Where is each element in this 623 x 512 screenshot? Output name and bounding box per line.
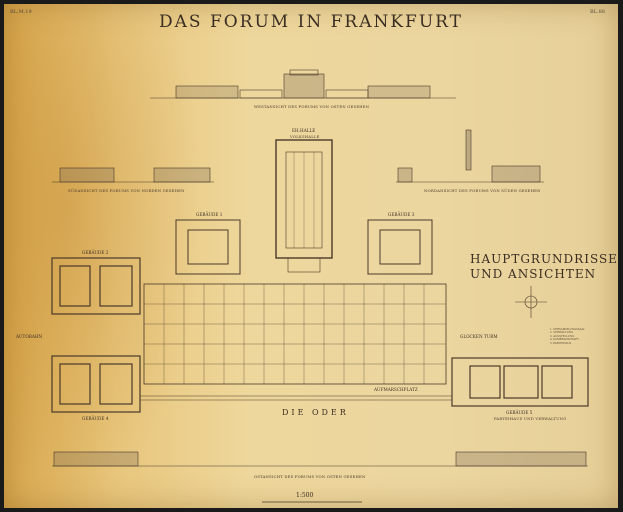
hall-plan [275,139,333,273]
south-elevation-drawing [52,167,214,183]
legend-item: 2. VERWALTUNG [550,331,574,335]
north-elevation-drawing [396,129,544,183]
legend-item: 3. AUSSTELLUNG [550,334,575,338]
east-elevation-caption: OSTANSICHT DES FORUMS VON OSTEN GESEHEN [254,474,366,479]
river-lines [140,395,452,401]
drawing-sheet: BL.M.19 BL.88 DAS FORUM IN FRANKFURT WES… [4,4,618,508]
south-elevation-caption: SÜDANSICHT DES FORUMS VON NORDEN GESEHEN [68,188,185,193]
section-heading: HAUPTGRUNDRISSE UND ANSICHTEN [470,252,618,282]
building-1-plan [175,219,241,275]
sheet-title: DAS FORUM IN FRANKFURT [158,12,464,32]
legend-item: 1. VERSAMMLUNGSSAAL [550,328,586,331]
sheet-number-right: BL.88 [590,9,605,15]
building-2-label: GEBÄUDE 2 [82,250,109,255]
compass-rose [515,286,547,318]
building-4-plan [51,355,141,413]
building-2-plan [51,257,141,315]
heading-line-2: UND ANSICHTEN [470,267,597,281]
north-elevation-caption: NORDANSICHT DES FORUMS VON SÜDEN GESEHEN [424,188,541,193]
square-label: AUFMARSCHPLATZ [374,387,418,392]
hall-sublabel: VOLKSHALLE [290,134,320,139]
tower-label: GLOCKEN TURM [460,334,498,339]
building-5-sublabel: PARTEIHAUS UND VERWALTUNG [494,416,567,421]
building-5-label: GEBÄUDE 5 [506,410,533,415]
legend: 1. VERSAMMLUNGSSAAL 2. VERWALTUNG 3. AUS… [550,328,585,345]
legend-item: 5. PARTEIHAUS [550,341,572,345]
west-elevation-drawing [150,69,456,99]
building-1-label: GEBÄUDE 1 [196,212,223,217]
autobahn-label: AUTOBAHN [16,334,43,339]
east-elevation-drawing [52,451,588,467]
architectural-drawing [51,69,589,503]
building-3-label: GEBÄUDE 3 [388,212,415,217]
legend-item: 4. KAMERADSCHAFT [550,338,579,342]
building-3-plan [367,219,433,275]
building-5-plan [451,357,589,407]
scale-label: 1:500 [296,492,314,499]
heading-line-1: HAUPTGRUNDRISSE [470,252,618,266]
building-4-label: GEBÄUDE 4 [82,416,109,421]
hall-label: EH.HALLE [292,128,316,133]
sheet-number-left: BL.M.19 [10,9,32,15]
square-grid [143,283,447,385]
river-label: DIE ODER [282,408,349,417]
west-elevation-caption: WESTANSICHT DES FORUMS VON OSTEN GESEHEN [254,104,370,109]
paper-stain [4,4,204,508]
